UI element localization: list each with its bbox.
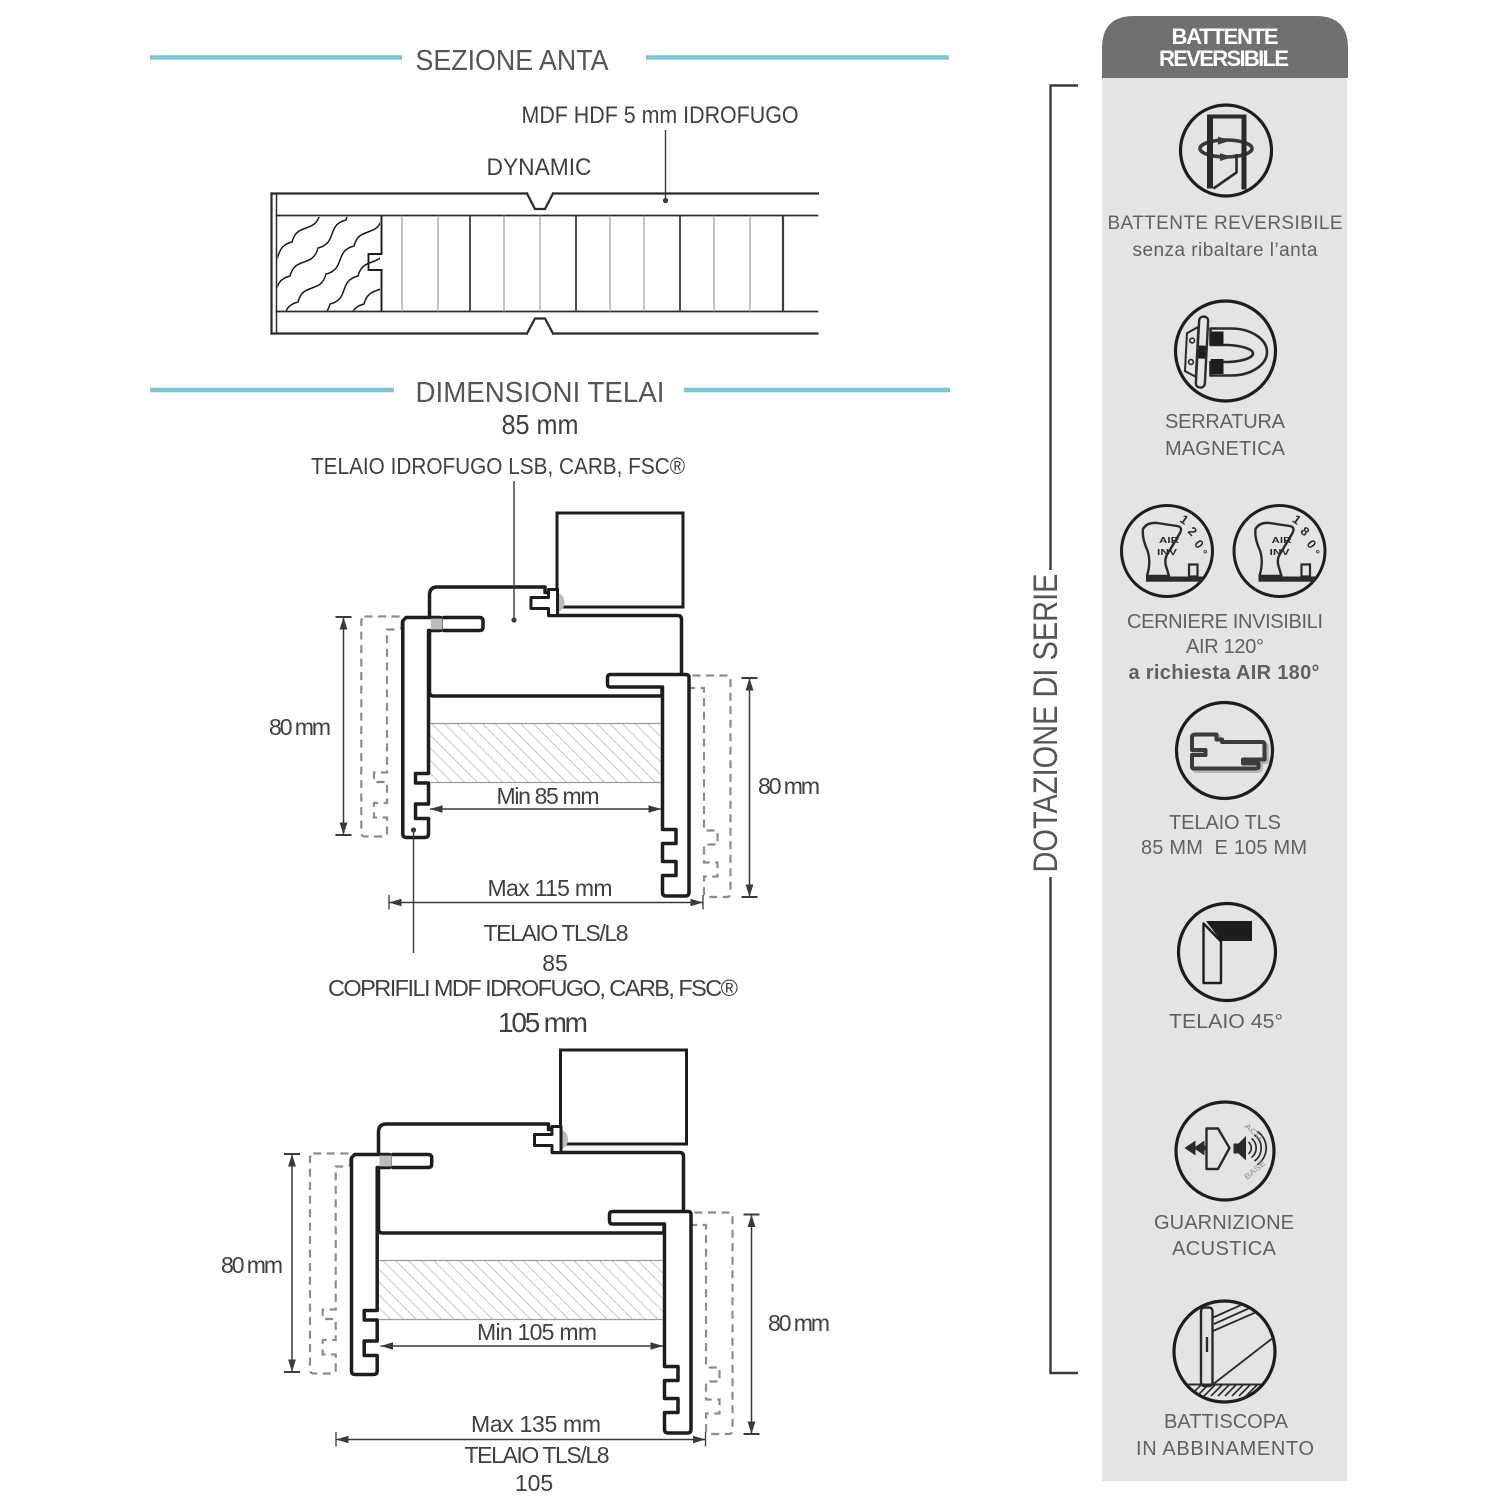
svg-text:TELAIO IDROFUGO LSB, CARB, FSC: TELAIO IDROFUGO LSB, CARB, FSC® [311,453,685,479]
svg-text:TELAIO TLS/L8: TELAIO TLS/L8 [465,1442,610,1468]
svg-text:80 mm: 80 mm [768,1310,830,1336]
svg-text:senza ribaltare l’anta: senza ribaltare l’anta [1133,240,1318,261]
svg-text:85 MM E 105 MM: 85 MM E 105 MM [1141,837,1307,859]
svg-text:ACUSTICA: ACUSTICA [1172,1238,1277,1260]
svg-text:SERRATURA: SERRATURA [1165,411,1286,433]
svg-text:GUARNIZIONE: GUARNIZIONE [1154,1212,1294,1234]
svg-text:REVERSIBILE: REVERSIBILE [1159,46,1289,71]
svg-text:BATTENTE REVERSIBILE: BATTENTE REVERSIBILE [1108,213,1343,234]
svg-text:105: 105 [515,1470,553,1496]
svg-text:85: 85 [542,950,568,976]
svg-text:Min 105 mm: Min 105 mm [477,1319,597,1345]
svg-text:°: ° [1309,548,1322,558]
svg-text:TELAIO TLS: TELAIO TLS [1169,812,1281,834]
svg-text:MDF HDF 5 mm IDROFUGO: MDF HDF 5 mm IDROFUGO [522,102,799,129]
svg-text:DYNAMIC: DYNAMIC [487,154,592,181]
svg-text:85 mm: 85 mm [502,409,579,440]
svg-text:MAGNETICA: MAGNETICA [1165,438,1286,460]
svg-text:IN ABBINAMENTO: IN ABBINAMENTO [1136,1438,1314,1460]
svg-text:Min 85 mm: Min 85 mm [497,783,600,809]
svg-text:80 mm: 80 mm [758,773,820,799]
svg-text:CERNIERE INVISIBILI: CERNIERE INVISIBILI [1127,611,1323,633]
svg-text:AIR 120°: AIR 120° [1186,636,1264,658]
svg-text:80 mm: 80 mm [269,714,331,740]
svg-text:TELAIO TLS/L8: TELAIO TLS/L8 [484,920,629,946]
svg-text:BATTENTE: BATTENTE [1172,24,1279,49]
svg-text:SEZIONE ANTA: SEZIONE ANTA [416,45,610,77]
svg-text:a richiesta AIR 180°: a richiesta AIR 180° [1129,662,1320,684]
svg-text:°: ° [1196,548,1209,558]
svg-text:105 mm: 105 mm [498,1007,588,1038]
svg-text:COPRIFILI MDF IDROFUGO, CARB,: COPRIFILI MDF IDROFUGO, CARB, FSC® [328,975,738,1001]
svg-text:Max 135 mm: Max 135 mm [471,1411,601,1437]
svg-text:TELAIO 45°: TELAIO 45° [1169,1011,1283,1033]
svg-text:BATTISCOPA: BATTISCOPA [1164,1411,1289,1433]
svg-text:80 mm: 80 mm [221,1252,283,1278]
svg-text:DIMENSIONI TELAI: DIMENSIONI TELAI [416,377,665,409]
svg-text:Max 115 mm: Max 115 mm [488,875,613,901]
svg-text:DOTAZIONE DI SERIE: DOTAZIONE DI SERIE [1027,574,1065,873]
